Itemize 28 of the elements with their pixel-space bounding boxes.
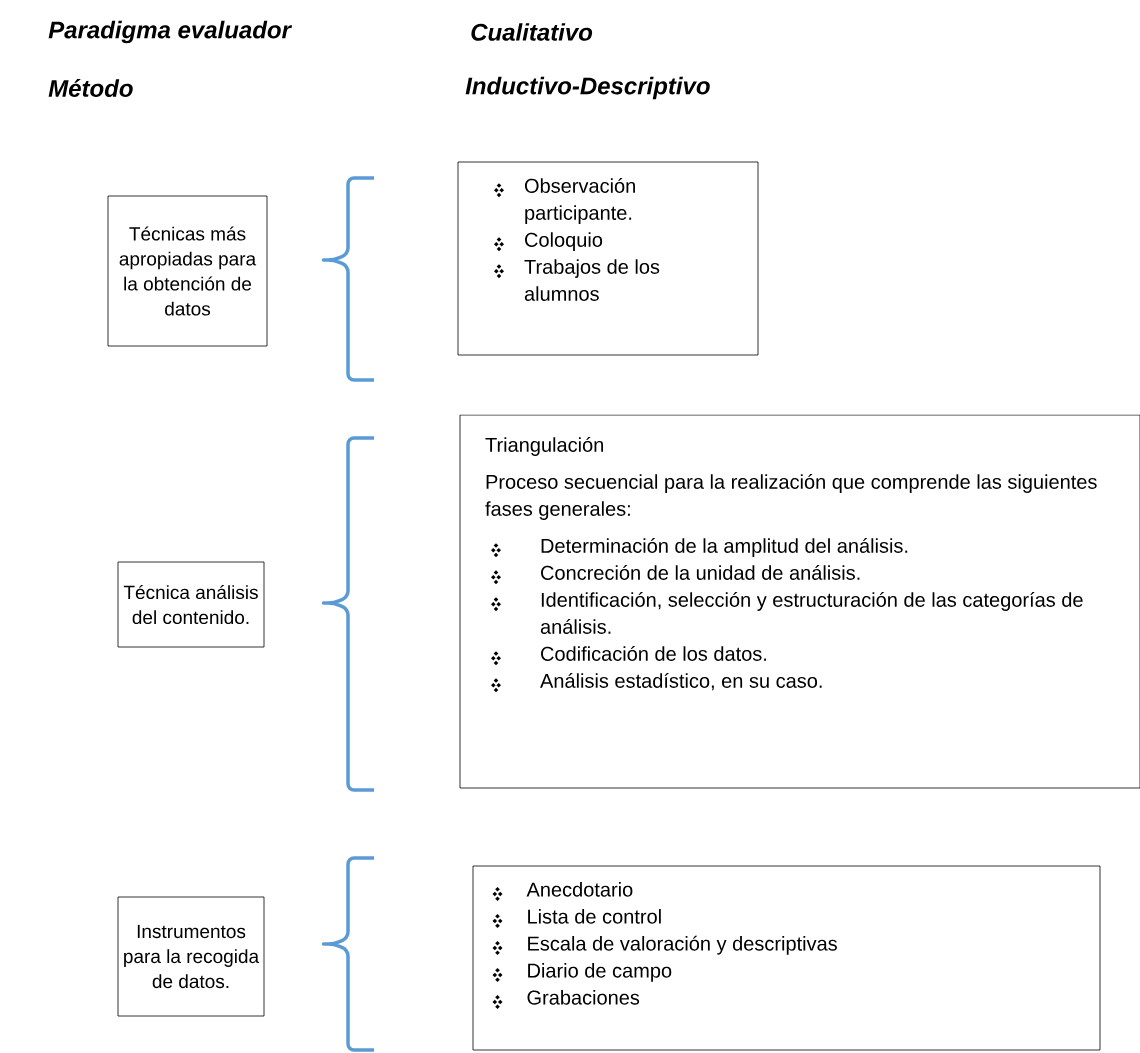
list-item: Codificación de los datos. [541,646,767,661]
list-item: Análisis estadístico, en su caso. [540,673,822,691]
list-item: Lista de control [528,909,661,924]
heading: Paradigma evaluador [48,20,293,44]
text-box [117,896,265,1017]
text-box [117,561,265,648]
list-item: Trabajos de los alumnos [524,259,660,301]
list-item: Diario de campo [528,963,672,982]
text-box [459,414,1140,789]
list-item: Determinación de la amplitud del análisis. [541,538,908,557]
heading: Cualitativo [471,23,593,41]
text-box [457,161,759,356]
box-text: Triangulación [485,437,603,456]
list-item: Escala de valoración y descriptivas [528,935,837,955]
text-box [472,865,1101,1051]
heading: Inductivo-Descriptivo [465,76,710,100]
box-text: Instrumentos para la recogida de datos. [124,924,260,989]
list-item: Anecdotario [526,882,633,897]
box-text: Técnicas más apropiadas para la obtención de datos [119,226,257,316]
list-item: Concreción de la unidad de análisis. [541,565,860,580]
box-text: Proceso secuencial para la realización que comprende las siguientes fases generales: [485,474,1097,520]
box-text: Técnica análisis del contenido. [123,584,258,625]
list-item: Coloquio [525,232,603,251]
list-item: Grabaciones [527,990,640,1005]
text-box [107,195,268,347]
heading: Método [48,79,133,97]
list-item: Identificación, selección y estructuración de las categorías de análisis. [540,592,1083,634]
list-item: Observación participante. [524,178,635,224]
